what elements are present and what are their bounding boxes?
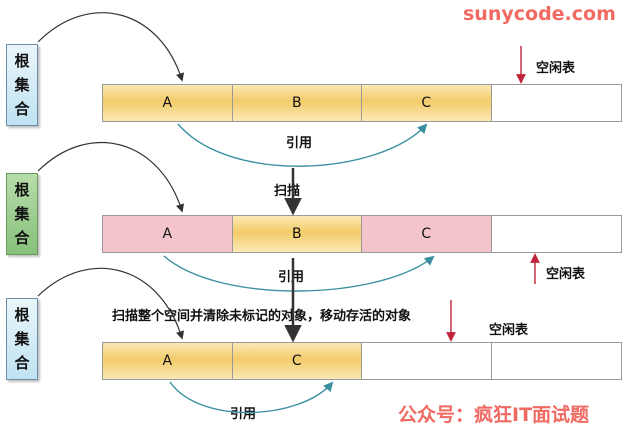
free-list-label-1: 空闲表 xyxy=(536,61,576,76)
scan-step-label: 扫描 xyxy=(274,184,301,199)
sweep-compact-step-label: 扫描整个空间并清除未标记的对象，移动存活的对象 xyxy=(112,309,412,324)
root-set-char: 集 xyxy=(14,205,30,223)
object-cell: A xyxy=(103,85,233,121)
root-set-char: 合 xyxy=(14,354,30,372)
root-set-char: 根 xyxy=(14,181,30,199)
free-list-label-2: 空闲表 xyxy=(546,267,586,282)
free-list-label-3: 空闲表 xyxy=(489,323,529,338)
object-cell: A xyxy=(103,343,233,379)
root-set-char: 集 xyxy=(14,76,30,94)
root-set-char: 合 xyxy=(14,100,30,118)
root-set-char: 根 xyxy=(14,52,30,70)
root-set-2: 根 集 合 xyxy=(6,173,38,255)
watermark-top: sunycode.com xyxy=(463,3,616,25)
root-set-char: 合 xyxy=(14,229,30,247)
object-cell: C xyxy=(362,85,492,121)
root-set-1: 根 集 合 xyxy=(6,44,38,126)
reference-label-1: 引用 xyxy=(286,136,313,151)
memory-row-3: A C xyxy=(102,342,622,380)
watermark-bottom: 公众号：疯狂IT面试题 xyxy=(398,404,590,426)
root-pointer-arrow-3 xyxy=(37,267,185,340)
free-cell xyxy=(491,216,621,252)
root-set-3: 根 集 合 xyxy=(6,298,38,380)
free-cell xyxy=(362,343,492,379)
object-cell: A xyxy=(103,216,233,252)
reference-label-2: 引用 xyxy=(278,270,305,285)
memory-row-2: A B C xyxy=(102,215,622,253)
object-cell: B xyxy=(232,85,362,121)
free-cell xyxy=(491,343,621,379)
root-set-char: 集 xyxy=(14,330,30,348)
object-cell: C xyxy=(362,216,492,252)
memory-row-1: A B C xyxy=(102,84,622,122)
reference-label-3: 引用 xyxy=(230,407,257,422)
object-cell: C xyxy=(232,343,362,379)
root-set-char: 根 xyxy=(14,306,30,324)
root-pointer-arrow-2 xyxy=(37,142,185,213)
free-cell xyxy=(491,85,621,121)
root-pointer-arrow-1 xyxy=(37,12,184,82)
object-cell: B xyxy=(232,216,362,252)
